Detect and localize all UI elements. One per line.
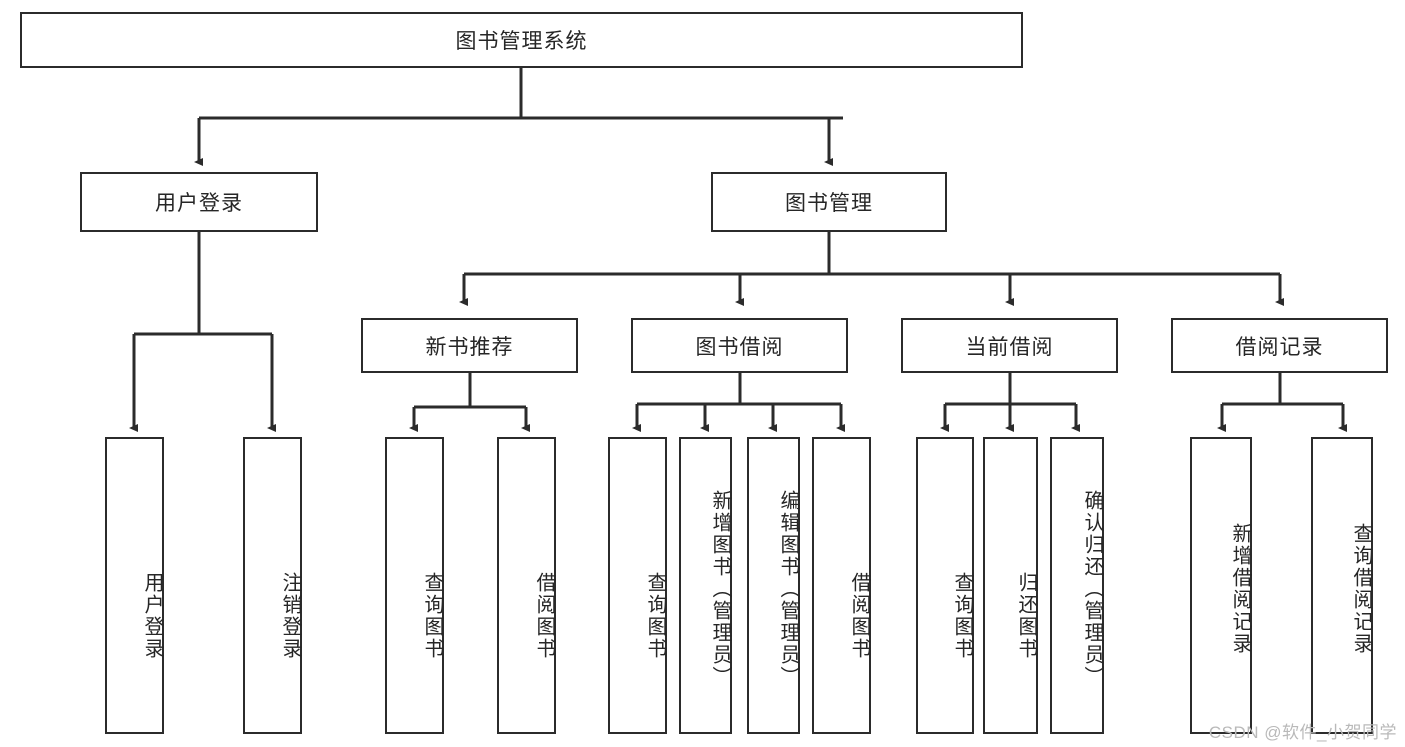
node-root-book-management-system[interactable]: 图书管理系统 [20, 12, 1023, 68]
node-label: 查询图书 [951, 571, 973, 660]
node-label: 新增借阅记录 [1229, 522, 1251, 655]
node-label: 借阅记录 [1235, 335, 1324, 359]
node-label: 查询借阅记录 [1350, 522, 1372, 655]
node-book-management[interactable]: 图书管理 [711, 172, 947, 232]
leaf-borrow-book-new[interactable]: 借阅图书 [497, 437, 556, 734]
node-label: 新增图书（管理员） [709, 489, 731, 688]
node-book-borrow[interactable]: 图书借阅 [631, 318, 848, 373]
leaf-query-book-current[interactable]: 查询图书 [916, 437, 974, 734]
leaf-logout[interactable]: 注销登录 [243, 437, 302, 734]
node-label: 借阅图书 [848, 571, 870, 660]
leaf-user-login[interactable]: 用户登录 [105, 437, 164, 734]
node-label: 图书管理 [785, 192, 873, 215]
node-label: 编辑图书（管理员） [777, 489, 799, 688]
leaf-return-book[interactable]: 归还图书 [983, 437, 1038, 734]
leaf-confirm-return-admin[interactable]: 确认归还（管理员） [1050, 437, 1104, 734]
node-label: 归还图书 [1015, 571, 1037, 660]
node-label: 当前借阅 [965, 335, 1054, 359]
csdn-watermark: CSDN @软件_小贺同学 [1208, 723, 1397, 742]
leaf-edit-book-admin[interactable]: 编辑图书（管理员） [747, 437, 800, 734]
node-label: 确认归还（管理员） [1081, 489, 1103, 688]
node-borrow-record[interactable]: 借阅记录 [1171, 318, 1388, 373]
leaf-add-borrow-record[interactable]: 新增借阅记录 [1190, 437, 1252, 734]
node-user-login[interactable]: 用户登录 [80, 172, 318, 232]
node-label: 用户登录 [141, 571, 163, 660]
node-label: 用户登录 [155, 192, 243, 215]
node-label: 新书推荐 [425, 335, 514, 359]
node-label: 图书借阅 [695, 335, 784, 359]
node-current-borrow[interactable]: 当前借阅 [901, 318, 1118, 373]
node-label: 查询图书 [644, 571, 666, 660]
node-label: 查询图书 [421, 571, 443, 660]
leaf-add-book-admin[interactable]: 新增图书（管理员） [679, 437, 732, 734]
leaf-borrow-book[interactable]: 借阅图书 [812, 437, 871, 734]
leaf-query-book-new[interactable]: 查询图书 [385, 437, 444, 734]
node-new-book-recommend[interactable]: 新书推荐 [361, 318, 578, 373]
leaf-query-borrow-record[interactable]: 查询借阅记录 [1311, 437, 1373, 734]
node-label: 图书管理系统 [455, 30, 588, 53]
node-label: 注销登录 [279, 571, 301, 660]
node-label: 借阅图书 [533, 571, 555, 660]
leaf-query-book-borrow[interactable]: 查询图书 [608, 437, 667, 734]
